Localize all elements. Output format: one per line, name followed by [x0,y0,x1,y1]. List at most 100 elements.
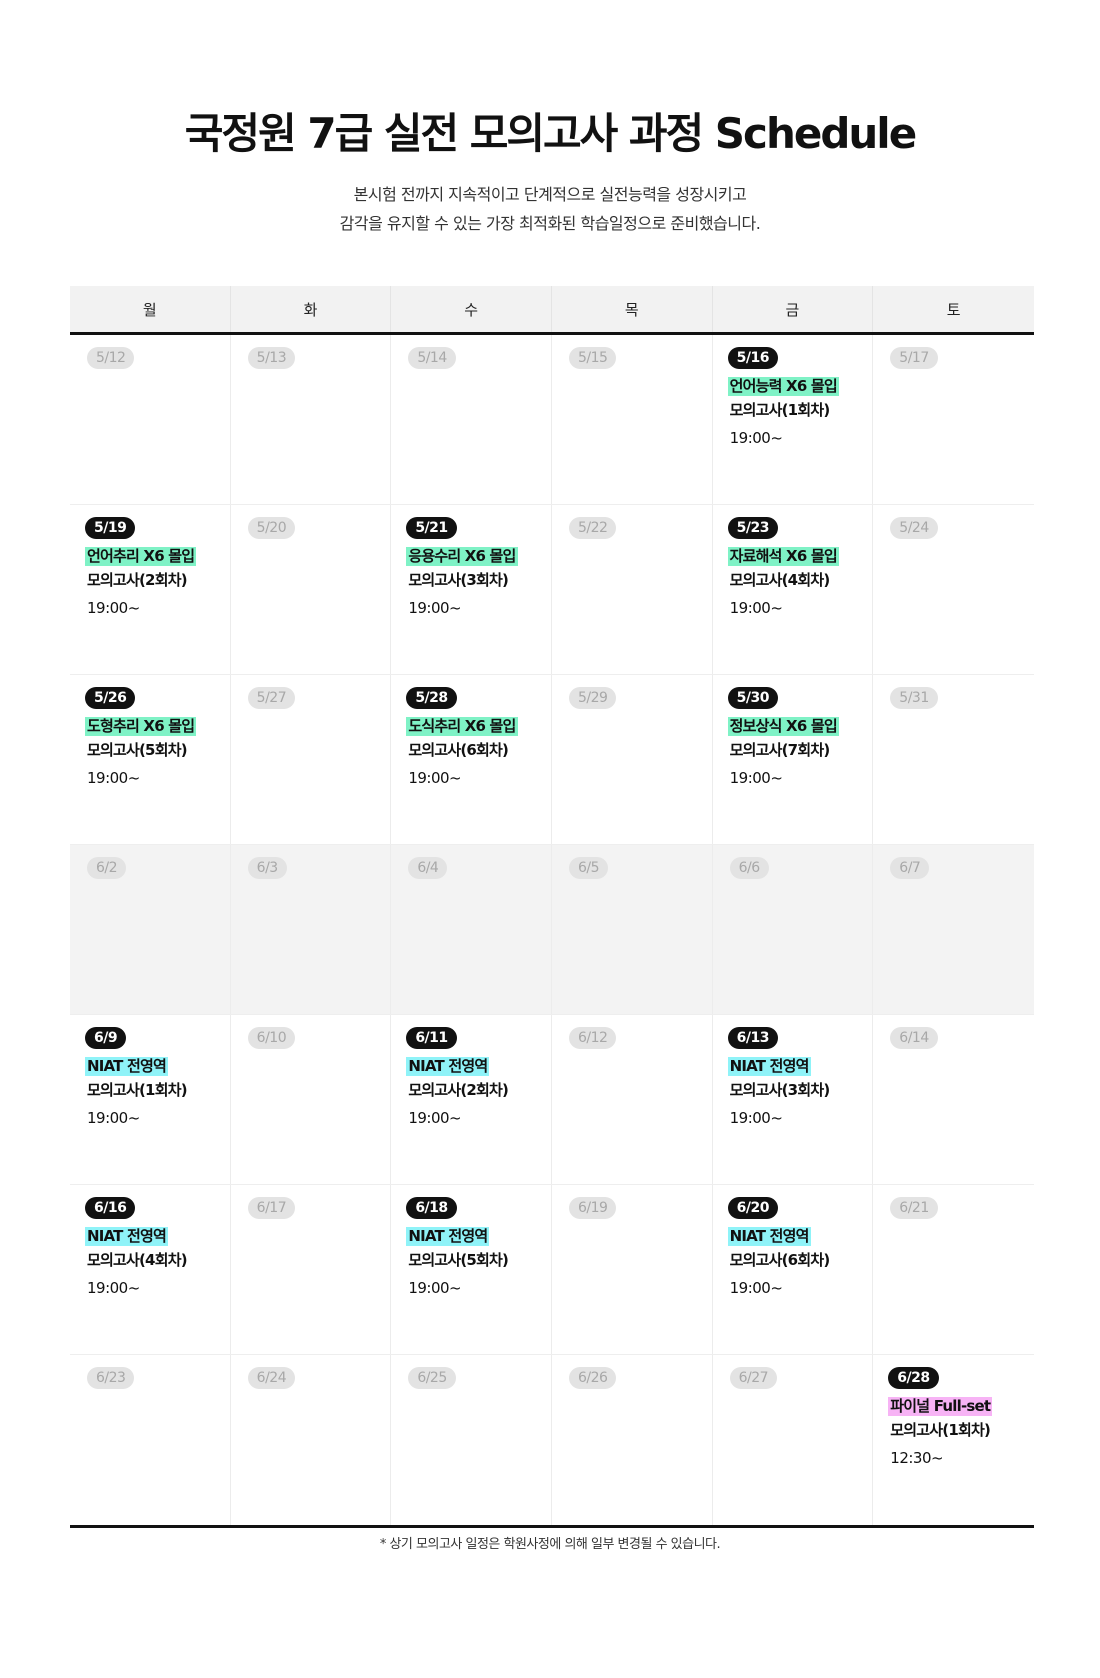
event-time: 19:00~ [87,769,140,787]
calendar-day-cell: 6/24 [231,1355,392,1525]
subtitle-line: 본시험 전까지 지속적이고 단계적으로 실전능력을 성장시키고 [353,185,747,204]
event-subject-tag: 언어추리 X6 몰입 [85,547,197,566]
date-badge: 6/20 [727,1197,778,1219]
calendar-day-cell: 6/27 [713,1355,874,1525]
event-session-label: 모의고사(1회차) [87,1081,188,1099]
date-badge: 5/12 [87,347,135,369]
event-session-label: 모의고사(1회차) [729,401,831,419]
event-subject-tag: NIAT 전영역 [85,1057,169,1076]
date-badge: 5/26 [85,687,136,709]
calendar-day-cell: 6/23 [70,1355,231,1525]
event-session-label: 모의고사(2회차) [87,571,188,589]
date-badge: 5/24 [890,517,938,539]
event-session-label: 모의고사(7회차) [729,741,831,759]
page-title: 국정원 7급 실전 모의고사 과정 Schedule [184,109,917,158]
event-session-label: 모의고사(5회차) [408,1251,509,1269]
footnote: * 상기 모의고사 일정은 학원사정에 의해 일부 변경될 수 있습니다. [379,1537,721,1552]
date-badge: 6/10 [247,1027,296,1049]
event-session-label: 모의고사(1회차) [890,1421,991,1439]
calendar-day-cell: 6/2 [70,845,231,1014]
calendar-day-cell: 5/24 [873,505,1034,674]
date-badge: 6/28 [888,1367,939,1389]
date-badge: 6/27 [729,1367,778,1389]
event-time: 19:00~ [408,1279,462,1297]
event-session-label: 모의고사(3회차) [408,571,509,589]
calendar-day-cell: 6/21 [873,1185,1034,1354]
calendar-day-cell: 6/7 [873,845,1034,1014]
date-badge: 5/14 [408,347,456,369]
date-badge: 6/21 [890,1197,938,1219]
event-time: 19:00~ [408,769,462,787]
event-time: 19:00~ [729,599,783,617]
event-time: 19:00~ [87,599,140,617]
weekday-header: 월 화 수 목 금 토 [70,286,1034,335]
date-badge: 6/5 [568,857,608,879]
event-time: 19:00~ [408,1109,462,1127]
calendar-day-cell: 5/27 [231,675,392,844]
calendar-day-cell: 5/22 [552,505,713,674]
date-badge: 6/14 [890,1027,938,1049]
calendar-day-cell: 5/12 [70,335,231,504]
event-time: 19:00~ [729,1109,783,1127]
calendar-day-cell: 5/17 [873,335,1034,504]
weekday-wed: 수 [391,286,552,332]
calendar-day-cell: 5/31 [873,675,1034,844]
event-subject-tag: NIAT 전영역 [727,1057,811,1076]
event-time: 19:00~ [729,429,783,447]
calendar-day-cell: 5/13 [231,335,392,504]
event-subject-tag: NIAT 전영역 [727,1227,811,1246]
date-badge: 6/7 [890,857,930,879]
date-badge: 5/16 [727,347,778,369]
event-session-label: 모의고사(4회차) [87,1251,188,1269]
date-badge: 5/21 [406,517,457,539]
event-session-label: 모의고사(5회차) [87,741,188,759]
calendar-day-cell: 6/25 [391,1355,552,1525]
date-badge: 5/15 [568,347,617,369]
date-badge: 5/13 [247,347,296,369]
weekday-tue: 화 [231,286,392,332]
weekday-sat: 토 [946,300,961,319]
calendar-day-cell: 5/20 [231,505,392,674]
calendar-day-cell: 5/14 [391,335,552,504]
calendar-day-cell: 5/15 [552,335,713,504]
event-session-label: 모의고사(6회차) [729,1251,831,1269]
date-badge: 5/29 [568,687,617,709]
date-badge: 6/3 [247,857,287,879]
date-badge: 6/9 [85,1027,127,1049]
date-badge: 6/6 [729,857,769,879]
calendar-day-cell: 6/14 [873,1015,1034,1184]
calendar-day-cell: 6/10 [231,1015,392,1184]
date-badge: 6/26 [568,1367,617,1389]
calendar-day-cell: 6/3 [231,845,392,1014]
weekday-mon: 월 [70,286,231,332]
date-badge: 5/20 [247,517,296,539]
date-badge: 6/25 [408,1367,456,1389]
date-badge: 5/22 [568,517,617,539]
event-time: 19:00~ [408,599,462,617]
date-badge: 6/19 [568,1197,617,1219]
calendar-day-cell: 6/26 [552,1355,713,1525]
date-badge: 6/16 [85,1197,136,1219]
event-subject-tag: 응용수리 X6 몰입 [406,547,518,566]
calendar-day-cell: 6/19 [552,1185,713,1354]
event-subject-tag: NIAT 전영역 [85,1227,169,1246]
event-session-label: 모의고사(3회차) [729,1081,831,1099]
date-badge: 6/13 [727,1027,778,1049]
date-badge: 6/23 [87,1367,135,1389]
